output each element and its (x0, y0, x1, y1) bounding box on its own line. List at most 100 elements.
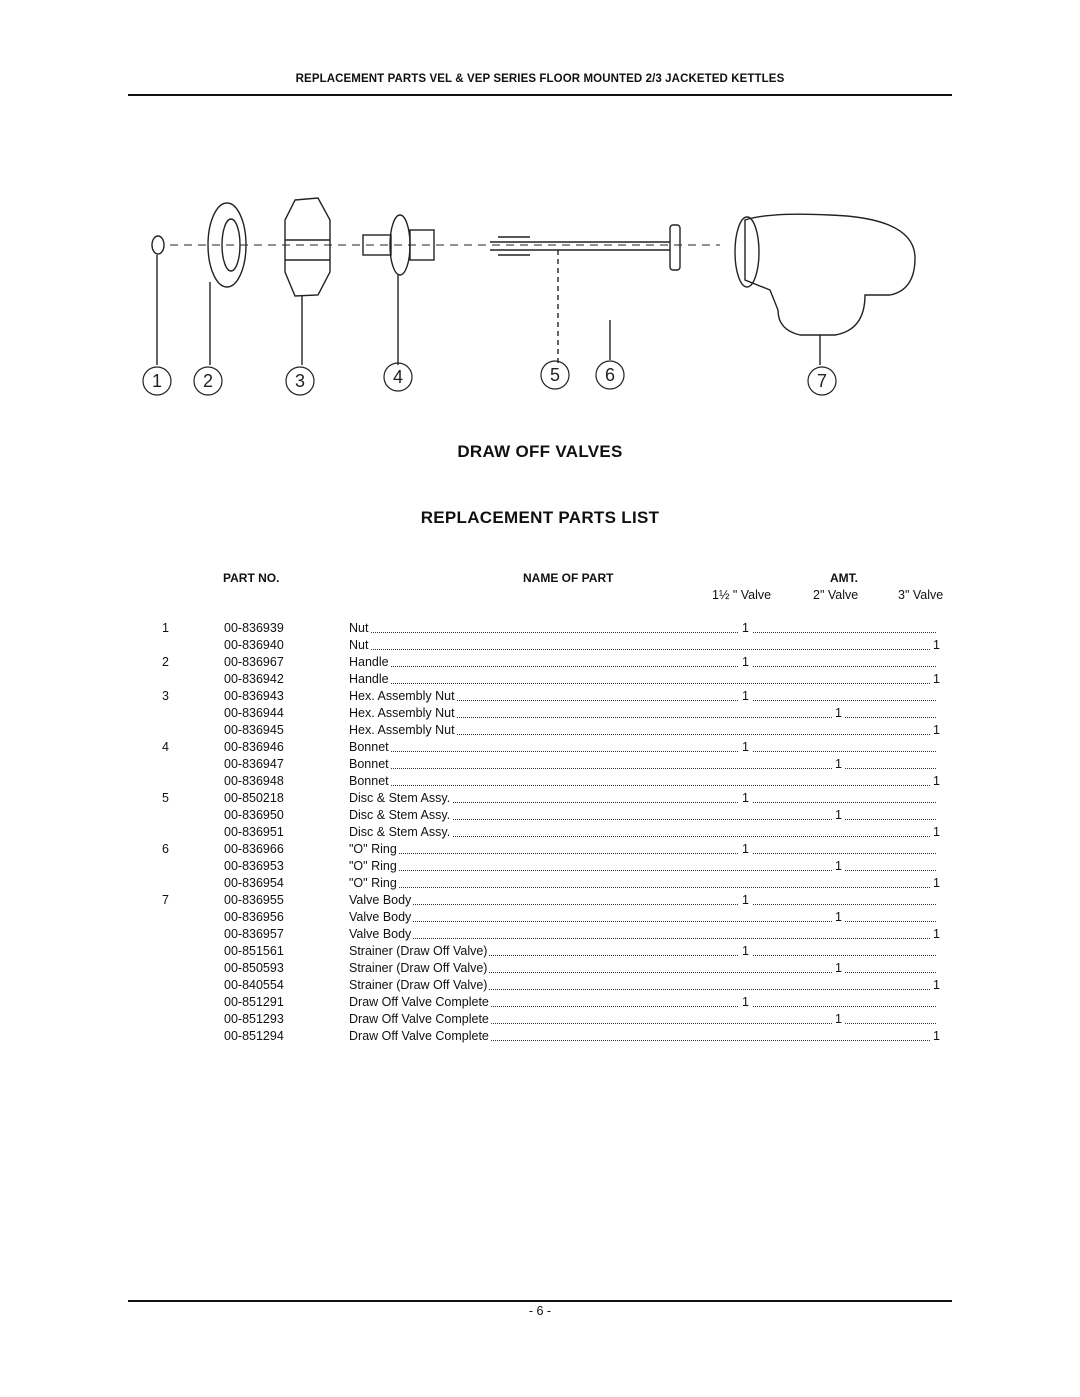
part-number: 00-836946 (224, 740, 284, 754)
part-name: Disc & Stem Assy. (349, 790, 453, 807)
dot-leader (351, 1023, 936, 1024)
part-number: 00-836956 (224, 910, 284, 924)
item-number: 7 (162, 893, 169, 907)
part-name: Strainer (Draw Off Valve) (349, 943, 490, 960)
part-number: 00-836942 (224, 672, 284, 686)
part-name: Bonnet (349, 773, 391, 790)
item-number: 1 (162, 621, 169, 635)
dot-leader (351, 819, 936, 820)
part-name: Handle (349, 654, 391, 671)
amount: 1 (930, 824, 943, 841)
part-number: 00-840554 (224, 978, 284, 992)
part-name: "O" Ring (349, 841, 399, 858)
amount: 1 (930, 1028, 943, 1045)
part-name: Bonnet (349, 739, 391, 756)
dot-leader (351, 904, 936, 905)
item-number: 6 (162, 842, 169, 856)
amount: 1 (930, 773, 943, 790)
part-number: 00-850218 (224, 791, 284, 805)
part-number: 00-836944 (224, 706, 284, 720)
callout-4: 4 (393, 367, 403, 387)
dot-leader (351, 1006, 936, 1007)
part-number: 00-836945 (224, 723, 284, 737)
amount: 1 (739, 841, 752, 858)
amount: 1 (739, 790, 752, 807)
dot-leader (351, 717, 936, 718)
amount: 1 (739, 654, 752, 671)
footer-rule (128, 1300, 952, 1302)
draw-off-valve-diagram: 1 2 3 4 5 6 7 (142, 197, 916, 396)
amount: 1 (930, 875, 943, 892)
amount: 1 (832, 705, 845, 722)
table-row: 00-836951 Disc & Stem Assy. 1 (0, 824, 1080, 841)
amount: 1 (739, 943, 752, 960)
part-name: Hex. Assembly Nut (349, 688, 457, 705)
part-name: Strainer (Draw Off Valve) (349, 960, 490, 977)
part-name: Draw Off Valve Complete (349, 1011, 491, 1028)
dot-leader (351, 734, 936, 735)
size-header-2: 2" Valve (813, 588, 859, 602)
page-number: - 6 - (528, 1304, 552, 1318)
dot-leader (351, 751, 936, 752)
part-number: 00-851291 (224, 995, 284, 1009)
size-header-3: 3" Valve (898, 588, 944, 602)
item-number: 5 (162, 791, 169, 805)
table-row: 5 00-850218 Disc & Stem Assy. 1 (0, 790, 1080, 807)
part-name: Valve Body (349, 909, 414, 926)
part-number: 00-836950 (224, 808, 284, 822)
part-name: Disc & Stem Assy. (349, 807, 453, 824)
dot-leader (351, 853, 936, 854)
column-header-name: NAME OF PART (523, 571, 614, 585)
part-number: 00-836951 (224, 825, 284, 839)
header-rule (128, 94, 952, 96)
amount: 1 (832, 807, 845, 824)
part-number: 00-836943 (224, 689, 284, 703)
table-row: 00-836944 Hex. Assembly Nut 1 (0, 705, 1080, 722)
amount: 1 (930, 926, 943, 943)
document-header: REPLACEMENT PARTS VEL & VEP SERIES FLOOR… (295, 73, 785, 85)
part-name: Strainer (Draw Off Valve) (349, 977, 490, 994)
part-number: 00-836948 (224, 774, 284, 788)
section-title: DRAW OFF VALVES (457, 442, 623, 461)
part-number: 00-851294 (224, 1029, 284, 1043)
amount: 1 (739, 892, 752, 909)
callout-6: 6 (605, 365, 615, 385)
table-row: 00-836950 Disc & Stem Assy. 1 (0, 807, 1080, 824)
amount: 1 (930, 977, 943, 994)
part-name: Hex. Assembly Nut (349, 705, 457, 722)
table-row: 00-836947 Bonnet 1 (0, 756, 1080, 773)
dot-leader (351, 887, 936, 888)
table-row: 00-840554 Strainer (Draw Off Valve) 1 (0, 977, 1080, 994)
dot-leader (351, 989, 936, 990)
dot-leader (351, 632, 936, 633)
part-name: "O" Ring (349, 875, 399, 892)
amount: 1 (930, 722, 943, 739)
callout-3: 3 (295, 371, 305, 391)
amount: 1 (739, 688, 752, 705)
dot-leader (351, 768, 936, 769)
part-number: 00-836939 (224, 621, 284, 635)
part-name: Valve Body (349, 892, 414, 909)
amount: 1 (930, 637, 943, 654)
part-name: Disc & Stem Assy. (349, 824, 453, 841)
amount: 1 (832, 756, 845, 773)
size-header-1-5: 1½ " Valve (712, 588, 772, 602)
callout-1: 1 (152, 371, 162, 391)
part-name: Valve Body (349, 926, 414, 943)
amount: 1 (739, 994, 752, 1011)
amount: 1 (832, 858, 845, 875)
part-number: 00-836947 (224, 757, 284, 771)
part-name: Bonnet (349, 756, 391, 773)
